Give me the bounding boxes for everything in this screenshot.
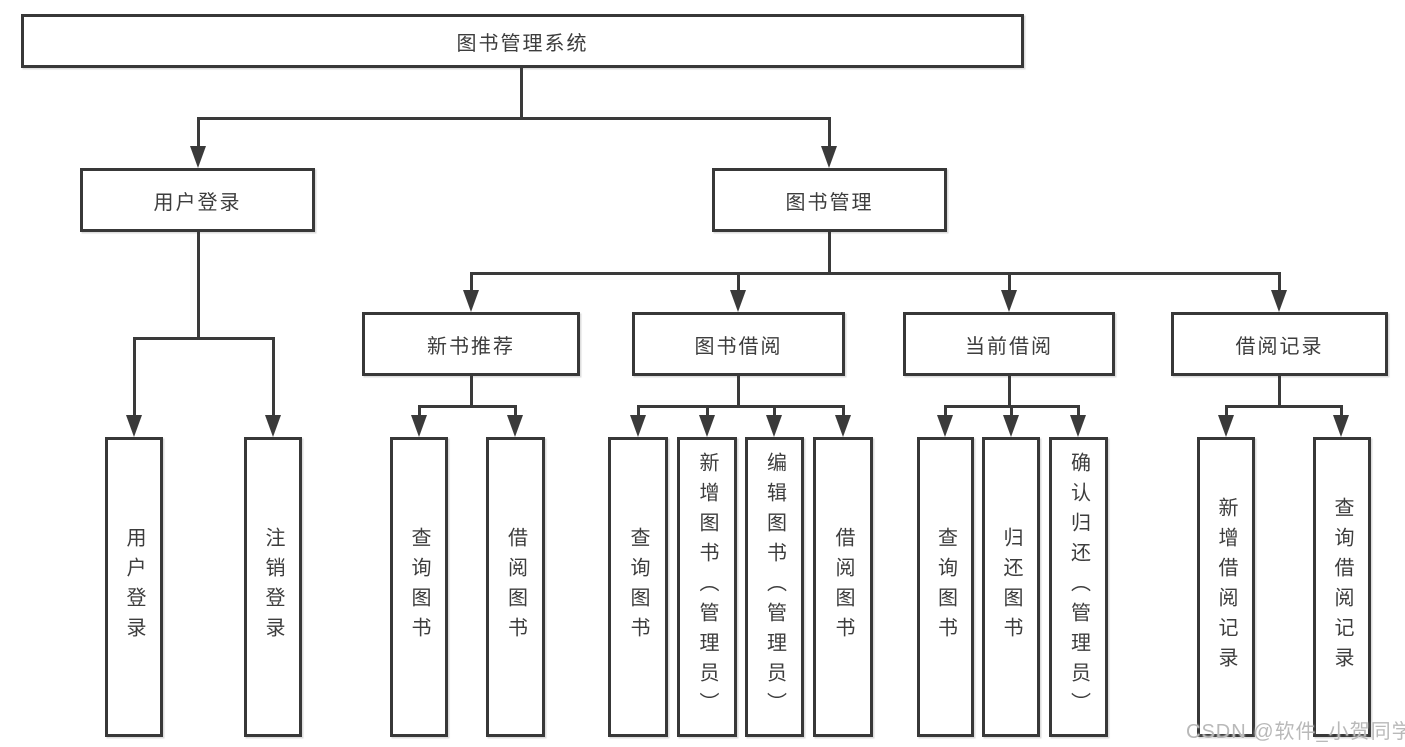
node-leaf-cb-confirm-return-label: 确认归还（管理员） <box>1067 452 1090 722</box>
node-leaf-bb-query-book: 查询图书 <box>608 437 668 737</box>
node-new-book-rec-label: 新书推荐 <box>427 335 515 358</box>
node-leaf-cb-return-book-label: 归还图书 <box>1000 527 1022 647</box>
node-book-mgmt: 图书管理 <box>712 168 947 232</box>
node-leaf-bb-query-book-label: 查询图书 <box>627 527 649 647</box>
connector-stub <box>1278 272 1281 292</box>
arrow-down <box>766 415 782 437</box>
connector-stub <box>197 117 200 150</box>
node-leaf-logout: 注销登录 <box>244 437 302 737</box>
node-root-label: 图书管理系统 <box>456 32 589 55</box>
connector-level3 <box>470 272 1280 275</box>
arrow-down <box>507 415 523 437</box>
node-leaf-cb-confirm-return: 确认归还（管理员） <box>1049 437 1108 737</box>
arrow-down <box>265 415 281 437</box>
arrow-down <box>821 146 837 168</box>
arrow-down <box>937 415 953 437</box>
connector-currentborrow-down <box>1008 376 1011 407</box>
connector-stub <box>1077 405 1080 417</box>
arrow-down <box>463 290 479 312</box>
connector-stub <box>514 405 517 417</box>
arrow-down <box>126 415 142 437</box>
node-user-login-label: 用户登录 <box>153 191 242 214</box>
arrow-down <box>1070 415 1086 437</box>
connector-stub <box>706 405 709 417</box>
connector-stub <box>1008 272 1011 292</box>
connector-stub <box>272 337 275 417</box>
connector-stub <box>637 405 640 417</box>
arrow-down <box>630 415 646 437</box>
node-leaf-cb-return-book: 归还图书 <box>982 437 1040 737</box>
connector-stub <box>1340 405 1343 417</box>
node-book-borrow-label: 图书借阅 <box>694 335 783 358</box>
node-leaf-bb-borrow-book-label: 借阅图书 <box>832 527 854 647</box>
node-leaf-bb-borrow-book: 借阅图书 <box>813 437 873 737</box>
node-leaf-bb-edit-book: 编辑图书（管理员） <box>745 437 804 737</box>
node-leaf-nb-borrow-book-label: 借阅图书 <box>504 527 527 647</box>
connector-stub <box>944 405 947 417</box>
node-book-mgmt-label: 图书管理 <box>785 191 874 214</box>
connector-stub <box>1010 405 1013 417</box>
connector-newbook-down <box>470 376 473 407</box>
connector-root-down <box>520 66 523 119</box>
arrow-down <box>699 415 715 437</box>
node-new-book-rec: 新书推荐 <box>362 312 580 376</box>
node-leaf-bb-edit-book-label: 编辑图书（管理员） <box>763 452 786 722</box>
node-borrow-record-label: 借阅记录 <box>1235 335 1324 358</box>
node-leaf-br-add-record-label: 新增借阅记录 <box>1215 497 1237 677</box>
connector-stub <box>773 405 776 417</box>
node-leaf-nb-borrow-book: 借阅图书 <box>486 437 545 737</box>
connector-bookmgmt-down <box>828 232 831 274</box>
node-leaf-cb-query-book-label: 查询图书 <box>934 527 957 647</box>
connector-stub <box>828 117 831 150</box>
node-leaf-br-query-record: 查询借阅记录 <box>1313 437 1371 737</box>
node-leaf-bb-add-book-label: 新增图书（管理员） <box>696 452 718 722</box>
node-leaf-user-login: 用户登录 <box>105 437 163 737</box>
node-leaf-user-login-label: 用户登录 <box>123 527 145 647</box>
connector-stub <box>470 272 473 292</box>
node-book-borrow: 图书借阅 <box>632 312 845 376</box>
arrow-down <box>1333 415 1349 437</box>
node-current-borrow-label: 当前借阅 <box>965 335 1053 358</box>
connector-newbook-branch <box>418 405 517 408</box>
node-leaf-br-add-record: 新增借阅记录 <box>1197 437 1255 737</box>
arrow-down <box>1001 290 1017 312</box>
connector-userlogin-branch <box>133 337 275 340</box>
node-user-login: 用户登录 <box>80 168 315 232</box>
arrow-down <box>411 415 427 437</box>
node-leaf-br-query-record-label: 查询借阅记录 <box>1331 497 1353 677</box>
node-root: 图书管理系统 <box>21 14 1024 68</box>
connector-stub <box>737 272 740 292</box>
arrow-down <box>835 415 851 437</box>
node-current-borrow: 当前借阅 <box>903 312 1115 376</box>
arrow-down <box>730 290 746 312</box>
connector-bookborrow-branch <box>637 405 844 408</box>
csdn-watermark: CSDN @软件_小贺同学 <box>1186 721 1405 743</box>
node-leaf-nb-query-book-label: 查询图书 <box>408 527 430 647</box>
arrow-down <box>1003 415 1019 437</box>
connector-stub <box>842 405 845 417</box>
node-leaf-cb-query-book: 查询图书 <box>917 437 974 737</box>
connector-stub <box>133 337 136 417</box>
node-borrow-record: 借阅记录 <box>1171 312 1388 376</box>
connector-borrowrecord-branch <box>1225 405 1343 408</box>
connector-userlogin-down <box>197 232 200 339</box>
connector-stub <box>1225 405 1228 417</box>
node-leaf-bb-add-book: 新增图书（管理员） <box>677 437 737 737</box>
node-leaf-logout-label: 注销登录 <box>262 527 284 647</box>
node-leaf-nb-query-book: 查询图书 <box>390 437 448 737</box>
connector-borrowrecord-down <box>1278 376 1281 407</box>
arrow-down <box>190 146 206 168</box>
connector-stub <box>418 405 421 417</box>
connector-level2 <box>197 117 831 120</box>
connector-bookborrow-down <box>737 376 740 407</box>
arrow-down <box>1271 290 1287 312</box>
arrow-down <box>1218 415 1234 437</box>
